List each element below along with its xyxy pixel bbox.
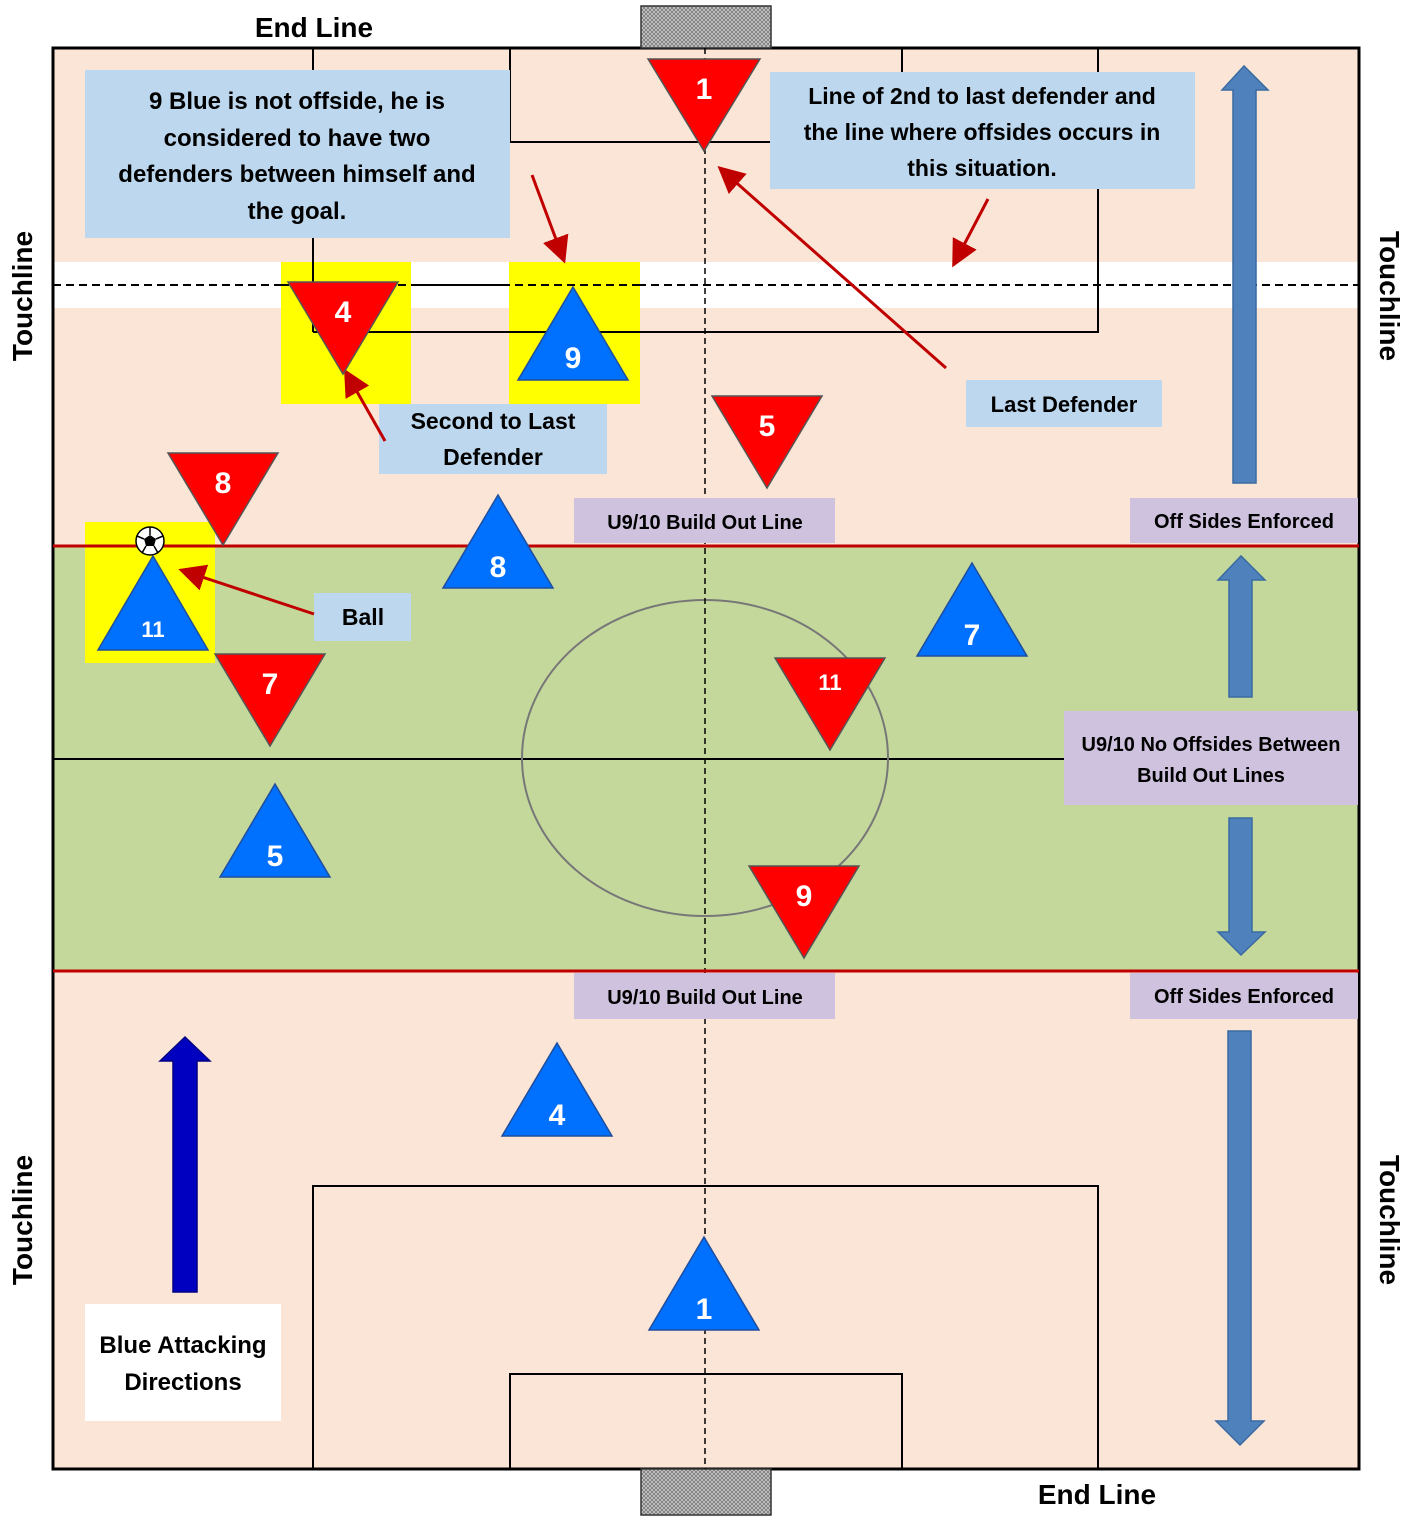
no-offsides-zone-label: U9/10 No Offsides Between Build Out Line… xyxy=(1064,711,1358,805)
build-out-label-top: U9/10 Build Out Line xyxy=(574,498,835,543)
pointer-to-ball xyxy=(178,564,315,616)
red-player-4-number: 4 xyxy=(335,296,352,329)
blue-player-7: 7 xyxy=(915,561,1029,657)
red-player-5-number: 5 xyxy=(759,410,776,443)
blue-player-9-number: 9 xyxy=(565,342,582,375)
callout-second-last-line: Line of 2nd to last defender and the lin… xyxy=(770,72,1195,189)
callout-not-offside-line4: the goal. xyxy=(248,198,347,225)
penalty-area-bottom xyxy=(312,1185,1099,1469)
touchline-left-top-label: Touchline xyxy=(7,231,38,361)
blue-player-5: 5 xyxy=(218,782,332,878)
goal-area-bottom xyxy=(509,1373,903,1469)
blue-attacking-arrow xyxy=(158,1035,212,1293)
red-player-8-number: 8 xyxy=(215,467,232,500)
last-defender-label: Last Defender xyxy=(991,392,1138,417)
build-out-text-top: U9/10 Build Out Line xyxy=(607,512,803,534)
red-player-9: 9 xyxy=(747,865,861,960)
second-last-label-line1: Second to Last xyxy=(411,408,576,434)
red-player-1: 1 xyxy=(646,58,762,153)
blue-player-9: 9 xyxy=(516,285,630,381)
no-offsides-text1: U9/10 No Offsides Between xyxy=(1082,734,1341,756)
goal-top xyxy=(640,5,772,49)
offsides-enforced-text-top: Off Sides Enforced xyxy=(1154,511,1334,533)
end-line-bottom-label: End Line xyxy=(1038,1479,1156,1510)
blue-player-8-number: 8 xyxy=(490,551,507,584)
blue-player-5-number: 5 xyxy=(267,840,284,873)
callout-not-offside-line1: 9 Blue is not offside, he is xyxy=(149,88,445,115)
pointer-to-blue-9 xyxy=(530,174,569,264)
no-offsides-arrow-up xyxy=(1216,554,1267,698)
callout-not-offside: 9 Blue is not offside, he is considered … xyxy=(85,70,510,238)
red-player-7-number: 7 xyxy=(262,668,279,701)
no-offsides-text2: Build Out Lines xyxy=(1137,765,1285,787)
no-offsides-arrow-down xyxy=(1216,817,1267,957)
pointer-to-second-last-defender xyxy=(344,368,387,442)
blue-player-1-number: 1 xyxy=(696,1293,713,1326)
offsides-enforced-top: Off Sides Enforced xyxy=(1130,498,1358,543)
offsides-direction-arrow-top xyxy=(1220,64,1270,484)
offsides-direction-arrow-bottom xyxy=(1214,1030,1266,1447)
second-last-label-line2: Defender xyxy=(443,444,543,470)
pointer-to-last-defender xyxy=(717,166,947,370)
ball-label: Ball xyxy=(342,604,384,630)
callout-ball: Ball xyxy=(314,593,411,641)
touchline-right-bottom-label: Touchline xyxy=(1374,1155,1405,1285)
blue-attacking-text1: Blue Attacking xyxy=(99,1332,266,1359)
blue-player-1: 1 xyxy=(647,1235,761,1331)
pointer-to-offside-line xyxy=(952,198,990,268)
blue-attacking-label: Blue Attacking Directions xyxy=(85,1304,281,1421)
build-out-text-bottom: U9/10 Build Out Line xyxy=(607,987,803,1009)
red-player-7: 7 xyxy=(213,653,327,748)
blue-player-4: 4 xyxy=(500,1041,614,1137)
offsides-enforced-text-bottom: Off Sides Enforced xyxy=(1154,986,1334,1008)
touchline-right-top-label: Touchline xyxy=(1374,231,1405,361)
callout-second-to-last-defender: Second to Last Defender xyxy=(379,404,607,474)
end-line-top-label: End Line xyxy=(255,12,373,43)
red-player-5: 5 xyxy=(710,395,824,490)
red-player-4: 4 xyxy=(286,281,400,376)
touchline-left-bottom-label: Touchline xyxy=(7,1155,38,1285)
red-player-11-number: 11 xyxy=(818,670,841,695)
callout-not-offside-line2: considered to have two xyxy=(164,125,431,152)
callout-line-text1: Line of 2nd to last defender and xyxy=(808,83,1156,109)
blue-player-7-number: 7 xyxy=(964,619,981,652)
blue-player-11: 11 xyxy=(96,554,210,651)
callout-line-text2: the line where offsides occurs in xyxy=(804,119,1161,145)
build-out-label-bottom: U9/10 Build Out Line xyxy=(574,973,835,1019)
blue-player-8: 8 xyxy=(441,493,555,589)
red-player-1-number: 1 xyxy=(696,73,713,106)
red-player-8: 8 xyxy=(166,452,280,547)
offsides-enforced-bottom: Off Sides Enforced xyxy=(1130,973,1358,1019)
blue-player-11-number: 11 xyxy=(141,617,164,642)
blue-attacking-text2: Directions xyxy=(124,1369,241,1396)
callout-last-defender: Last Defender xyxy=(966,380,1162,427)
red-player-9-number: 9 xyxy=(796,880,813,913)
soccer-ball-icon xyxy=(135,526,165,556)
blue-player-4-number: 4 xyxy=(549,1099,566,1132)
red-player-11: 11 xyxy=(773,657,887,752)
callout-not-offside-line3: defenders between himself and xyxy=(118,161,475,188)
callout-line-text3: this situation. xyxy=(907,155,1057,181)
goal-bottom xyxy=(640,1468,772,1516)
